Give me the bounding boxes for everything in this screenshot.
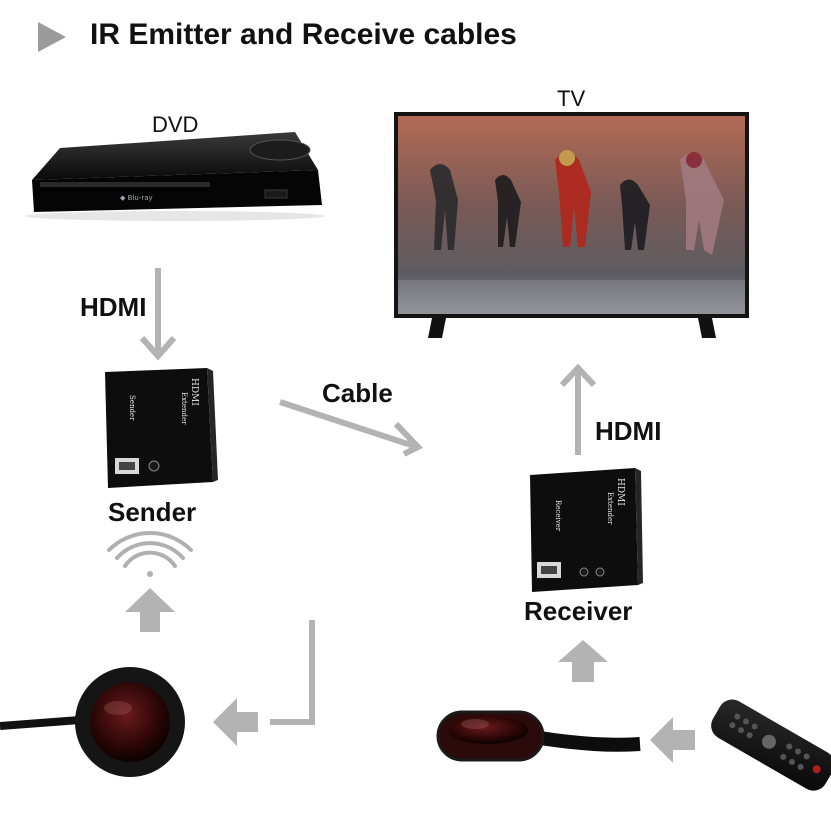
title-play-icon (38, 22, 66, 52)
dvd-player: ◆ Blu-ray (25, 132, 325, 221)
receiver-model-print: Extender (606, 492, 614, 525)
sender-desc-print: Sender (128, 395, 136, 421)
arrow-to-left-sensor (213, 698, 258, 746)
arrow-receiver-to-tv (559, 363, 597, 455)
tv-stand-left (428, 318, 446, 338)
hdmi-label-right: HDMI (595, 416, 662, 446)
dvd-label: DVD (152, 112, 199, 137)
tv-label: TV (557, 86, 586, 111)
receiver-brand-print: HDMI (615, 478, 625, 506)
sender-model-print: Extender (180, 392, 188, 425)
remote-control (711, 699, 831, 791)
page-title: IR Emitter and Receive cables (90, 18, 517, 51)
arrow-cable (279, 399, 423, 457)
wifi-signal-icon (107, 531, 193, 577)
receiver-label: Receiver (524, 596, 633, 626)
sender-ir-port (148, 460, 160, 472)
svg-text:◆ Blu-ray: ◆ Blu-ray (120, 194, 153, 202)
arrow-dvd-to-sender (139, 268, 177, 361)
sender-device: HDMI Extender Sender (105, 368, 218, 488)
arrow-remote-to-sensor (650, 717, 695, 763)
sender-label: Sender (108, 497, 197, 527)
arrow-sensor-to-receiver (558, 640, 608, 682)
tv-set (394, 112, 749, 338)
cable-label: Cable (322, 378, 393, 408)
receiver-device: HDMI Extender Receiver (530, 468, 643, 592)
sender-brand-print: HDMI (189, 378, 199, 406)
cable-path-bracket (270, 620, 315, 725)
tv-stand-right (698, 318, 716, 338)
ir-emitter-sensor (436, 710, 641, 762)
receiver-ir-port (579, 567, 589, 577)
arrow-sensor-to-sender (125, 588, 175, 632)
hdmi-label-left: HDMI (80, 292, 147, 322)
ir-receiver-sensor (0, 667, 185, 777)
receiver-desc-print: Receiver (554, 500, 562, 532)
